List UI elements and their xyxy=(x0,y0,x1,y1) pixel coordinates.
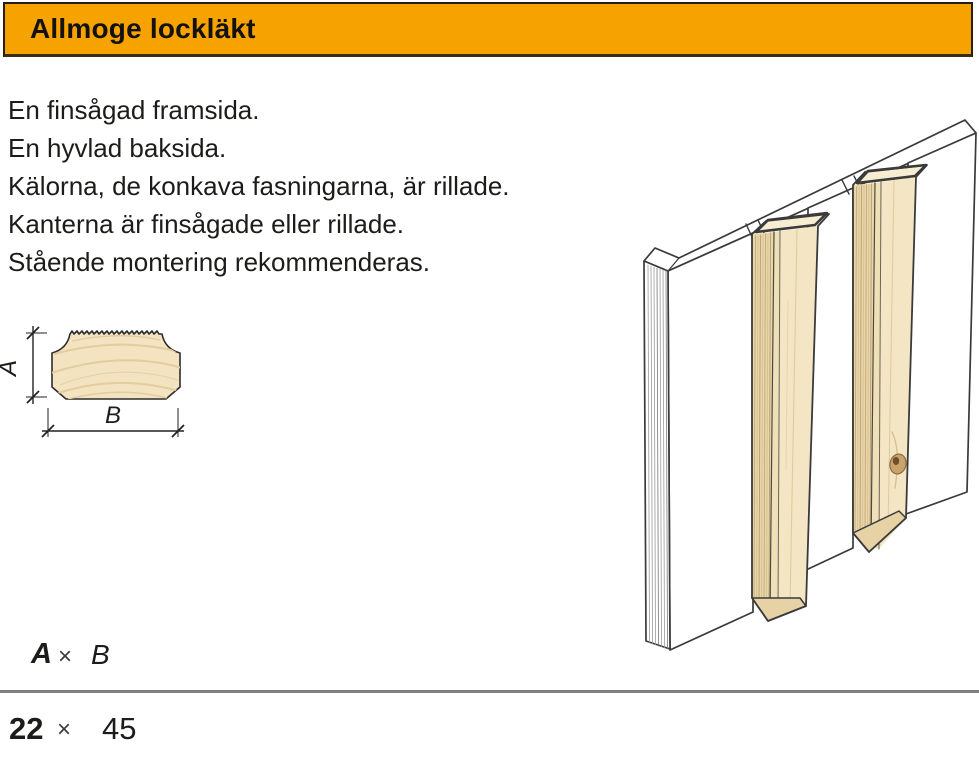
dimension-b-label: B xyxy=(105,402,121,429)
description-line: En finsågad framsida. xyxy=(8,95,260,125)
batten-right xyxy=(852,163,928,553)
profile-cross-section-diagram: A B xyxy=(0,326,185,438)
size-header-b: B xyxy=(91,639,110,670)
wood-knot xyxy=(889,431,907,489)
batten-grain xyxy=(753,232,771,611)
size-value-times: × xyxy=(57,716,72,743)
board-face xyxy=(667,232,754,651)
mounting-illustration xyxy=(643,119,977,651)
batten-left xyxy=(751,211,830,622)
description-line: Kälorna, de konkava fasningarna, är rill… xyxy=(8,171,510,201)
description-line: En hyvlad baksida. xyxy=(8,133,227,163)
dimension-a xyxy=(26,326,47,404)
profile-wood-grain xyxy=(52,335,180,399)
description-line: Stående montering rekommenderas. xyxy=(8,247,431,277)
size-value-a: 22 xyxy=(9,711,44,746)
size-header-a: A xyxy=(31,638,52,670)
dimension-b xyxy=(41,408,185,438)
page-title: Allmoge lockläkt xyxy=(30,13,256,44)
dimension-a-label: A xyxy=(0,360,22,378)
divider-line xyxy=(0,690,979,693)
product-description: En finsågad framsida. En hyvlad baksida.… xyxy=(8,91,608,281)
size-value-b: 45 xyxy=(102,711,137,746)
edge-hatching xyxy=(647,264,668,649)
batten-grain xyxy=(854,183,872,547)
description-line: Kanterna är finsågade eller rillade. xyxy=(8,209,405,239)
size-header-times: × xyxy=(58,643,73,670)
page-header-bar: Allmoge lockläkt xyxy=(3,2,973,57)
